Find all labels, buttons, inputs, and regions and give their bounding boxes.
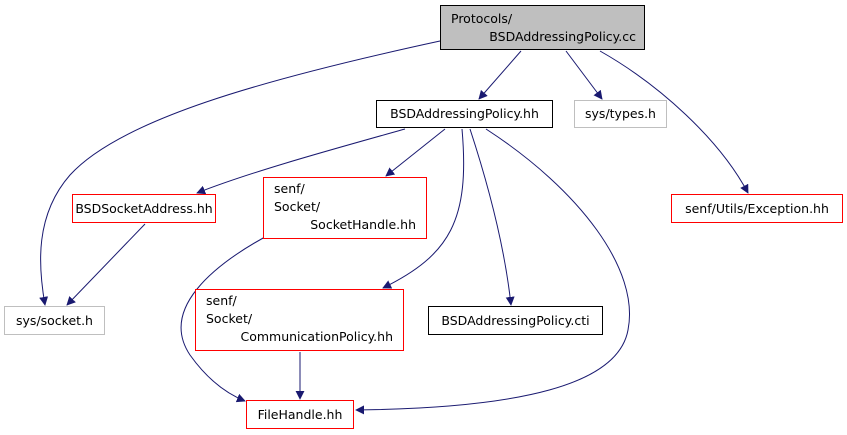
edge-root-to-exception-hh (599, 50, 749, 194)
edge-root-to-sys-types-h (565, 50, 603, 100)
node-sockethandle-line-1: senf/ (274, 181, 305, 196)
edge-hh-to-communicationpolicy-hh (382, 128, 465, 289)
edge-hh-to-sockethandle-hh (385, 128, 446, 177)
node-communicationpolicy-line-2: Socket/ (206, 311, 253, 326)
edge-hh-to-filehandle-hh (355, 128, 630, 415)
edge-root-to-sys-socket-h (39, 40, 441, 306)
edge-root-to-bsdaddressingpolicy-hh (478, 50, 522, 100)
node-sys-types-h: sys/types.h (574, 100, 667, 128)
node-bsdaddressingpolicy-hh-label: BSDAddressingPolicy.hh (390, 106, 539, 121)
node-sys-types-h-label: sys/types.h (585, 106, 656, 121)
node-senf-utils-exception-hh-label: senf/Utils/Exception.hh (685, 200, 829, 216)
node-senf-utils-exception-hh[interactable]: senf/Utils/Exception.hh (671, 194, 843, 223)
edge-hh-to-bsdaddressingpolicy-cti (469, 128, 515, 306)
node-bsdsocketaddress-hh[interactable]: BSDSocketAddress.hh (72, 194, 216, 223)
node-communicationpolicy-line-3: CommunicationPolicy.hh (240, 329, 393, 344)
node-sockethandle-line-3: SocketHandle.hh (310, 217, 416, 232)
node-sockethandle-line-2: Socket/ (274, 199, 321, 214)
root-node-line-1: Protocols/ (451, 11, 513, 26)
edge-sockethandle-to-filehandle-hh (180, 229, 279, 403)
edge-hh-to-bsdsocketaddress-hh (196, 128, 406, 195)
edge-bsdsocketaddress-to-sys-socket-h (66, 223, 146, 306)
node-bsdaddressingpolicy-cti[interactable]: BSDAddressingPolicy.cti (428, 306, 603, 335)
node-filehandle-hh-label: FileHandle.hh (257, 406, 343, 422)
node-sys-socket-h: sys/socket.h (4, 306, 105, 335)
node-sys-socket-h-label: sys/socket.h (16, 312, 93, 328)
node-bsdaddressingpolicy-hh[interactable]: BSDAddressingPolicy.hh (376, 100, 553, 128)
node-bsdaddressingpolicy-cti-label: BSDAddressingPolicy.cti (441, 312, 590, 328)
node-communicationpolicy-line-1: senf/ (206, 293, 237, 308)
node-senf-socket-sockethandle-hh[interactable]: senf/ Socket/ SocketHandle.hh (263, 177, 427, 239)
root-node-line-2: BSDAddressingPolicy.cc (489, 29, 636, 44)
node-bsdsocketaddress-hh-label: BSDSocketAddress.hh (75, 200, 213, 216)
node-filehandle-hh[interactable]: FileHandle.hh (246, 400, 354, 429)
root-node-bsdaddressingpolicy-cc: Protocols/ BSDAddressingPolicy.cc (440, 5, 645, 50)
node-senf-socket-communicationpolicy-hh[interactable]: senf/ Socket/ CommunicationPolicy.hh (195, 289, 404, 351)
